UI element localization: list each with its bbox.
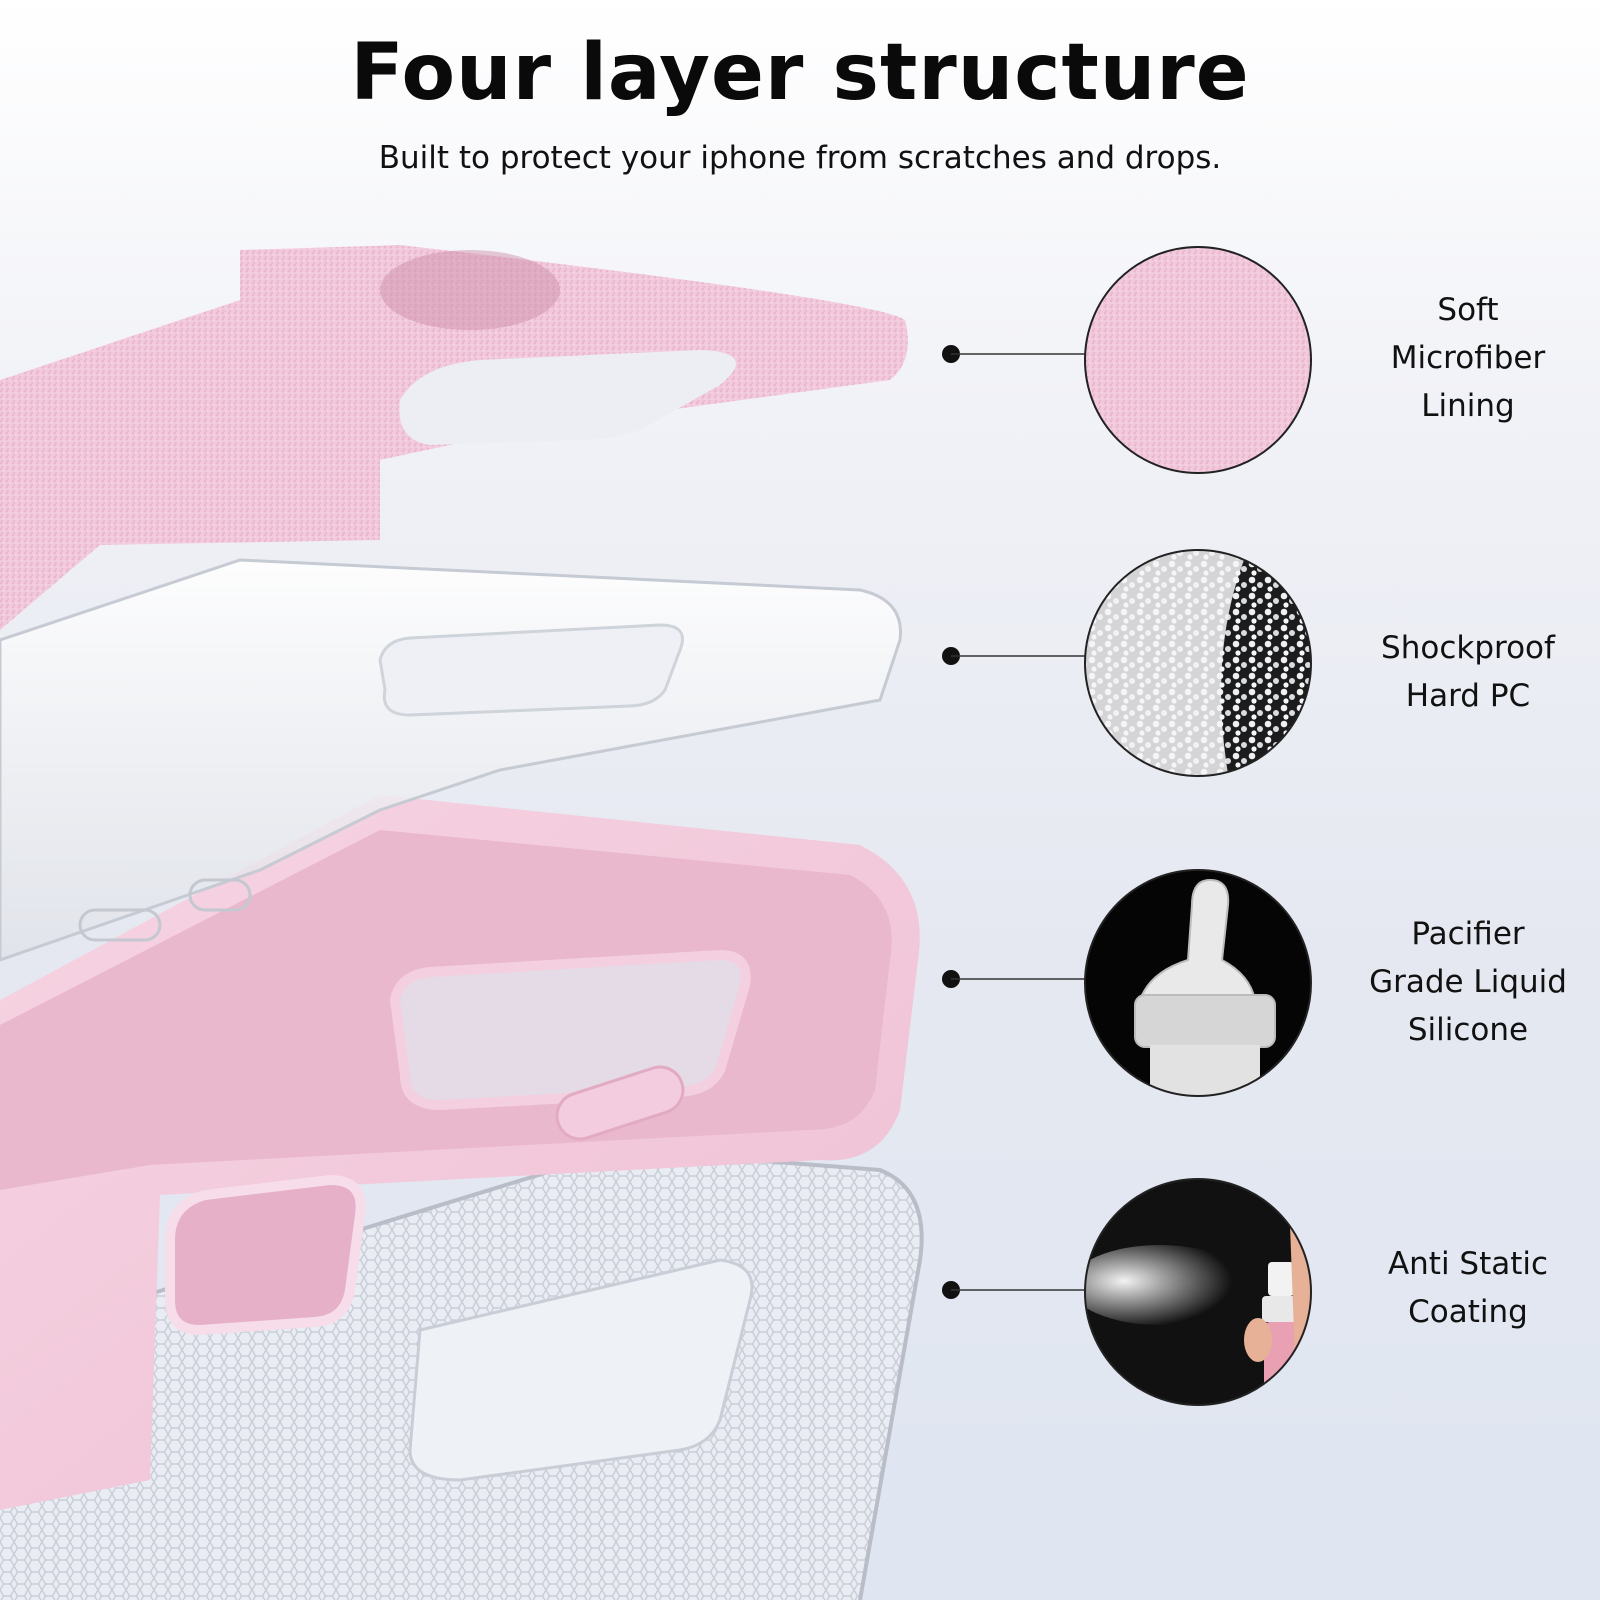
feature-label-microfiber: Soft Microfiber Lining xyxy=(1340,286,1596,430)
connector-2 xyxy=(942,647,1108,665)
feature-label-line: Lining xyxy=(1421,388,1515,424)
connector-1 xyxy=(942,345,1108,363)
silicone-layer xyxy=(0,795,920,1510)
microfiber-layer xyxy=(0,245,908,630)
page-subtitle: Built to protect your iphone from scratc… xyxy=(378,140,1222,176)
connector-3 xyxy=(942,970,1108,988)
page-title: Four layer structure xyxy=(350,28,1250,118)
feature-label-line: Hard PC xyxy=(1405,678,1531,714)
pc-pellets-icon xyxy=(1084,549,1312,777)
spray-bottle-icon xyxy=(1084,1178,1312,1406)
feature-label-line: Soft xyxy=(1437,292,1499,328)
feature-label-line: Anti Static xyxy=(1387,1246,1549,1282)
feature-label-line: Microfiber xyxy=(1390,340,1546,376)
connector-4 xyxy=(942,1281,1108,1299)
feature-label-line: Coating xyxy=(1408,1294,1528,1330)
microfiber-texture-icon xyxy=(1084,246,1312,474)
feature-label-line: Pacifier xyxy=(1411,916,1525,952)
anti-static-layer xyxy=(0,1147,924,1600)
feature-label-anti-static: Anti Static Coating xyxy=(1340,1240,1596,1336)
baby-bottle-nipple-icon xyxy=(1084,869,1312,1097)
feature-label-line: Silicone xyxy=(1407,1012,1529,1048)
feature-label-silicone: Pacifier Grade Liquid Silicone xyxy=(1340,910,1596,1054)
hard-pc-layer xyxy=(0,558,902,962)
feature-label-line: Shockproof xyxy=(1381,630,1555,666)
feature-label-hard-pc: Shockproof Hard PC xyxy=(1340,624,1596,720)
feature-label-line: Grade Liquid xyxy=(1369,964,1567,1000)
